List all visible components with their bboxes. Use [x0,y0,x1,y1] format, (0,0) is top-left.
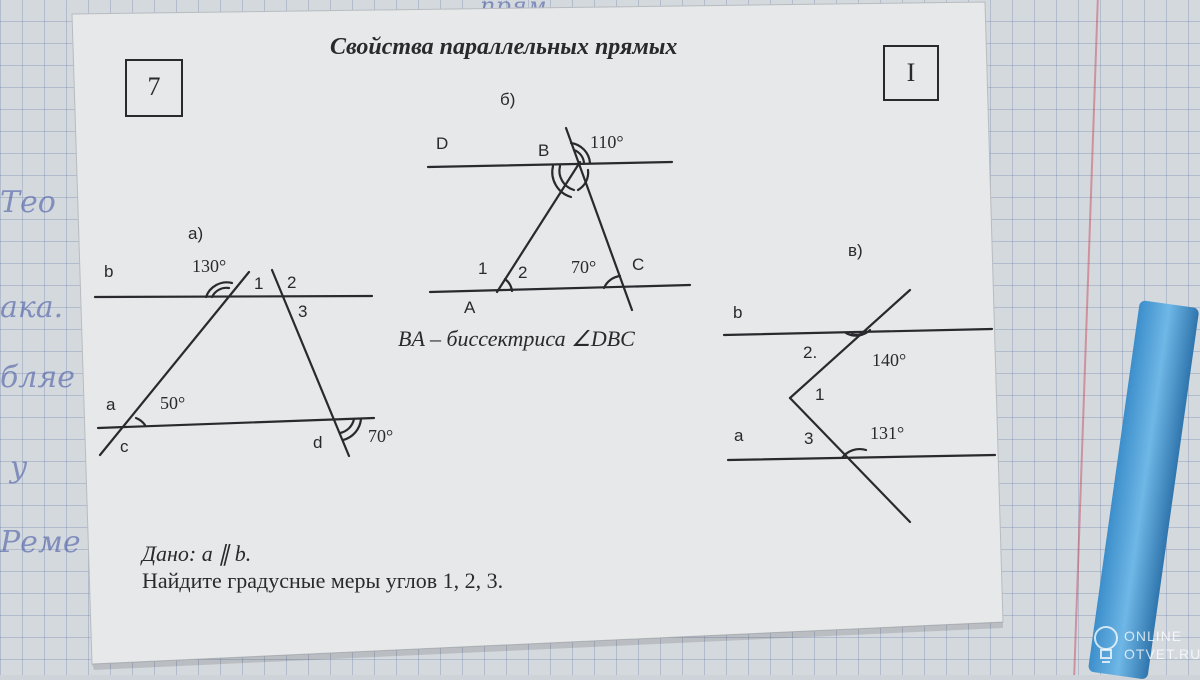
fig-c-line-a [726,453,997,462]
fig-a-num-2: 2 [287,273,297,292]
watermark [1090,620,1200,670]
fig-a-arc-70 [341,417,363,442]
task-statement: Найдите градусные меры углов 1, 2, 3. [142,568,504,593]
fig-c-num-2: 2. [803,343,818,362]
fig-c-arc-131 [840,448,868,460]
fig-a-arc-130-inner [210,286,231,299]
variant-number: I [906,58,916,87]
fig-a-line-b [93,294,374,299]
fig-c-arc-140-inner [850,329,868,336]
fig-a-arc-70-inner [338,417,356,435]
fig-c-num-3: 3 [804,429,814,448]
fig-b-line-bc [564,126,634,312]
fig-b-num-1: 1 [478,259,488,278]
lightbulb-icon [1094,626,1118,663]
fig-c-num-1: 1 [815,385,825,404]
fig-a-line-a-label: a [106,395,116,414]
fig-b-line-ba [495,160,582,294]
fig-c-line-top [788,288,912,400]
bisector-statement: BA – биссектриса ∠DBC [398,326,635,351]
fig-c-line-bottom [788,396,912,524]
fig-c-angle-131: 131° [870,423,905,443]
fig-b-arc-70 [602,274,622,290]
fig-a-angle-70: 70° [368,426,394,446]
fig-a-angle-50: 50° [160,393,186,413]
fig-b-arc-2 [503,277,514,293]
handwriting-fragment: Реме [0,525,81,560]
fig-b-line-top [426,160,674,169]
given-statement: Дано: a ∥ b. [142,541,252,566]
fig-b-arc-110 [569,141,592,165]
card-paper [71,1,1004,665]
fig-a-line-a [96,416,376,430]
fig-a-line-c [98,270,251,457]
fig-b-angle-70: 70° [571,257,597,277]
fig-c-label: в) [848,241,863,260]
fig-a-line-d [270,268,351,458]
card-shadow [92,622,1003,670]
fig-b-label: б) [500,90,516,109]
fig-b-point-a: A [464,298,476,317]
card-number-box [125,59,183,117]
fig-b-point-b: B [538,141,550,160]
fig-a-line-d-label: d [313,433,323,452]
handwriting-fragment: Тео [0,185,56,220]
fig-b-angle-110: 110° [590,132,624,152]
watermark-line-2: OTVET.RU [1124,646,1200,662]
card-number: 7 [147,72,161,101]
fig-b-point-c: C [632,255,645,274]
fig-b-num-2: 2 [518,263,528,282]
fig-a-num-1: 1 [254,274,264,293]
fig-c-line-b [722,327,994,337]
fig-a-arc-50 [134,416,147,427]
fig-a-label: а) [188,224,204,243]
fig-b-point-d: D [436,134,449,153]
fig-c-line-b-label: b [733,303,743,322]
fig-c-line-a-label: a [734,426,744,445]
fig-b-arc-dbc-3 [576,168,590,192]
fig-b-arc-110-inner [572,148,586,165]
fig-a-line-c-label: c [120,437,129,456]
variant-box [883,45,939,101]
fig-a-num-3: 3 [298,302,308,321]
handwriting-fragment: ака. [0,290,64,325]
watermark-line-1: ONLINE [1124,628,1183,644]
fig-a-angle-130: 130° [192,256,227,276]
fig-b-arc-dbc [558,164,576,192]
worksheet-title: Свойства параллельных прямых [330,34,678,60]
fig-c-angle-140: 140° [872,350,907,370]
fig-a-line-b-label: b [104,262,114,281]
fig-a-arc-130 [204,281,234,299]
fig-b-line-bottom [428,283,692,294]
fig-b-arc-dbc-2 [551,164,573,199]
handwriting-fragment: у [10,450,28,485]
handwriting-fragment: бляе [0,360,76,395]
